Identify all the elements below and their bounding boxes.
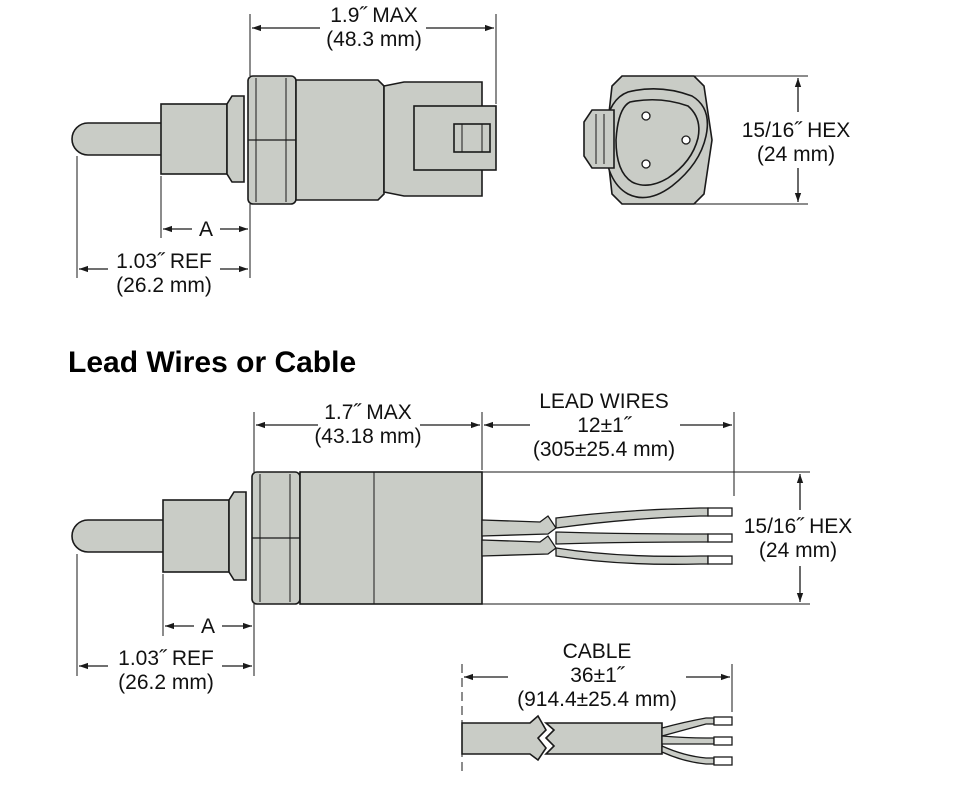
cable-view (461, 664, 733, 774)
lead-max-length-mm-label: (43.18 mm) (314, 425, 421, 448)
cable-wire-3 (661, 744, 715, 765)
lead-max-length-label: 1.7˝ MAX (324, 401, 412, 424)
cable-wire-1 (661, 717, 715, 737)
latch-tab (453, 123, 491, 153)
end-hex-label: 15/16˝ HEX (742, 119, 851, 142)
top-max-length-mm-label: (48.3 mm) (326, 28, 422, 51)
connector-end-view (583, 75, 713, 205)
top-a-dimension (76, 156, 251, 278)
pin-1 (641, 111, 651, 121)
cable-label: CABLE (563, 640, 632, 663)
end-hex-mm-label: (24 mm) (757, 143, 835, 166)
cable-length-label: 36±1˝ (570, 664, 626, 687)
lead-ref-length-label: 1.03˝ REF (118, 647, 214, 670)
pin-2 (681, 135, 691, 145)
probe-tip (71, 519, 166, 553)
lead-wire-1 (555, 507, 709, 529)
lead-max-dimension (253, 412, 735, 496)
lead-hex-dimension (482, 471, 810, 605)
flange (226, 95, 245, 183)
pin-3 (641, 159, 651, 169)
lead-wire-stub (481, 535, 557, 557)
cable-jacket-end (543, 722, 663, 755)
lead-wires-length-mm-label: (305±25.4 mm) (533, 438, 675, 461)
lead-wires-length-label: 12±1˝ (577, 414, 633, 437)
lead-wire-2 (555, 531, 709, 545)
cable-length-mm-label: (914.4±25.4 mm) (517, 688, 677, 711)
lead-wire-3 (555, 547, 709, 565)
lead-hex-label: 15/16˝ HEX (744, 515, 853, 538)
probe-tip (71, 122, 165, 156)
lead-a-dimension (76, 554, 255, 676)
wire-end-2 (707, 533, 733, 543)
lead-wires-label: LEAD WIRES (539, 390, 669, 413)
lead-wires-side-view (71, 471, 733, 605)
top-ref-length-mm-label: (26.2 mm) (116, 274, 212, 297)
cable-wire-end-3 (713, 756, 733, 766)
flange (228, 491, 247, 581)
housing (295, 79, 385, 201)
top-max-length-label: 1.9˝ MAX (330, 4, 418, 27)
lead-wire-stub (481, 515, 557, 537)
cable-wire-end-1 (713, 716, 733, 726)
section-heading: Lead Wires or Cable (68, 346, 356, 379)
cable-jacket (461, 714, 547, 762)
cable-wire-end-2 (713, 736, 733, 746)
locking-tab (583, 109, 615, 169)
connector-socket (615, 98, 700, 186)
wire-end-3 (707, 555, 733, 565)
connector-side-view (71, 75, 497, 205)
top-ref-length-label: 1.03˝ REF (116, 250, 212, 273)
end-hex-dimension (694, 75, 808, 205)
top-dim-a-label: A (199, 218, 213, 241)
lead-ref-length-mm-label: (26.2 mm) (118, 671, 214, 694)
housing (299, 471, 483, 605)
wire-end-1 (707, 507, 733, 517)
lead-hex-mm-label: (24 mm) (759, 539, 837, 562)
cable-wire-2 (661, 735, 715, 745)
probe-collar (162, 499, 230, 573)
probe-collar (160, 103, 228, 175)
top-max-dimension (249, 14, 497, 104)
lead-dim-a-label: A (201, 615, 215, 638)
